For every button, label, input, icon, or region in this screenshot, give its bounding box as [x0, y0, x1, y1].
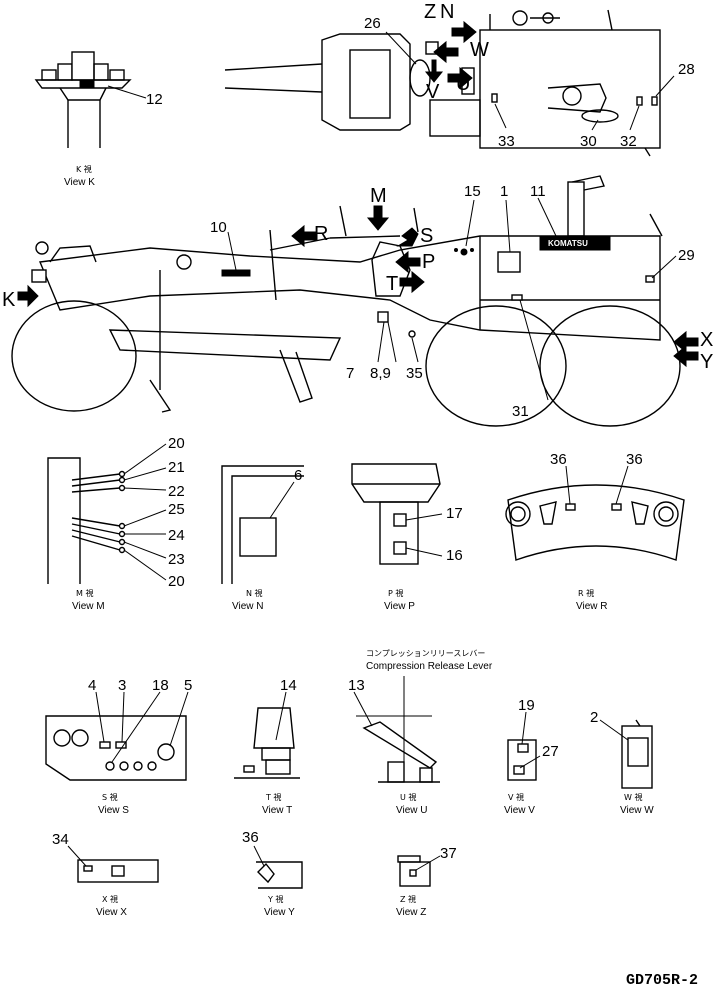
callout-35: 35: [406, 365, 423, 382]
callout-20-a: 20: [168, 435, 185, 452]
caption-jp-y: Y 視: [267, 895, 283, 904]
caption-jp-m: M 視: [76, 589, 93, 598]
callout-19: 19: [518, 697, 535, 714]
view-letter-p: P: [422, 251, 435, 273]
caption-view-r: View R: [576, 601, 608, 612]
callout-27: 27: [542, 743, 559, 760]
callout-5: 5: [184, 677, 192, 694]
view-letter-x: X: [700, 329, 713, 351]
view-y-drawing: [253, 845, 303, 889]
callout-29: 29: [678, 247, 695, 264]
caption-jp-r: R 視: [578, 589, 594, 598]
caption-jp-z: Z 視: [400, 895, 416, 904]
view-s-drawing: [45, 691, 189, 781]
caption-jp-k: K 視: [76, 165, 92, 174]
callout-37: 37: [440, 845, 457, 862]
caption-jp-x: X 視: [102, 895, 118, 904]
callout-17: 17: [446, 505, 463, 522]
view-u-drawing: [353, 676, 440, 783]
callout-4: 4: [88, 677, 96, 694]
compression-release-jp: コンプレッションリリースレバー: [366, 649, 485, 658]
view-letter-s: S: [420, 225, 433, 247]
callout-21: 21: [168, 459, 185, 476]
callout-33: 33: [498, 133, 515, 150]
callout-24: 24: [168, 527, 185, 544]
view-letter-r: R: [314, 223, 328, 245]
caption-view-s: View S: [98, 805, 129, 816]
callout-28: 28: [678, 61, 695, 78]
view-letter-t: T: [386, 273, 398, 295]
view-v-drawing: [507, 711, 541, 781]
caption-view-w: View W: [620, 805, 654, 816]
caption-view-n: View N: [232, 601, 264, 612]
view-r-drawing: [505, 465, 685, 561]
callout-34: 34: [52, 831, 69, 848]
callout-14: 14: [280, 677, 297, 694]
view-letter-w: W: [470, 39, 489, 61]
callout-18: 18: [152, 677, 169, 694]
caption-view-t: View T: [262, 805, 292, 816]
view-m-drawing: [47, 443, 167, 584]
callout-20-b: 20: [168, 573, 185, 590]
callout-25: 25: [168, 501, 185, 518]
callout-10: 10: [210, 219, 227, 236]
view-w-drawing: [599, 719, 653, 789]
view-letter-k: K: [2, 289, 16, 311]
view-z-drawing: [397, 855, 441, 887]
compression-release-en: Compression Release Lever: [366, 661, 493, 672]
caption-view-k: View K: [64, 177, 95, 188]
callout-36-b: 36: [626, 451, 643, 468]
caption-view-v: View V: [504, 805, 535, 816]
diagram-code: GD705R-2: [626, 972, 698, 987]
caption-jp-w: W 視: [624, 793, 642, 802]
view-letter-u: U: [456, 73, 470, 95]
caption-view-y: View Y: [264, 907, 295, 918]
callout-8-9: 8,9: [370, 365, 391, 382]
callout-15: 15: [464, 183, 481, 200]
view-t-drawing: [234, 691, 300, 779]
callout-1: 1: [500, 183, 508, 200]
callout-12: 12: [146, 91, 163, 108]
caption-jp-s: S 視: [102, 793, 118, 802]
callout-30: 30: [580, 133, 597, 150]
caption-jp-n: N 視: [246, 589, 263, 598]
caption-view-p: View P: [384, 601, 415, 612]
callout-22: 22: [168, 483, 185, 500]
callout-36-a: 36: [550, 451, 567, 468]
callout-31: 31: [512, 403, 529, 420]
caption-view-z: View Z: [396, 907, 426, 918]
callout-7: 7: [346, 365, 354, 382]
callout-6: 6: [294, 467, 302, 484]
caption-jp-v: V 視: [508, 793, 524, 802]
callout-13: 13: [348, 677, 365, 694]
callout-16: 16: [446, 547, 463, 564]
view-letter-z: Z: [424, 1, 436, 23]
caption-jp-t: T 視: [265, 793, 281, 802]
view-letter-n: N: [440, 1, 454, 23]
view-x-drawing: [67, 845, 159, 883]
callout-36-c: 36: [242, 829, 259, 846]
view-letter-m: M: [370, 185, 387, 207]
callout-11: 11: [530, 183, 546, 200]
top-view-drawing: [224, 9, 675, 157]
brand-plate-text: KOMATSU: [548, 239, 588, 248]
view-letter-v: V: [426, 81, 440, 103]
callout-2: 2: [590, 709, 598, 726]
callout-26: 26: [364, 15, 381, 32]
view-letter-y: Y: [700, 351, 713, 373]
view-n-drawing: [221, 465, 304, 584]
callout-3: 3: [118, 677, 126, 694]
caption-jp-p: P 視: [388, 589, 403, 598]
caption-view-x: View X: [96, 907, 127, 918]
view-p-drawing: [351, 463, 443, 565]
view-k-drawing: [34, 51, 147, 148]
callout-23: 23: [168, 551, 185, 568]
caption-view-u: View U: [396, 805, 428, 816]
caption-jp-u: U 視: [400, 793, 416, 802]
callout-32: 32: [620, 133, 637, 150]
caption-view-m: View M: [72, 601, 105, 612]
grader-side-view-drawing: KOMATSU: [11, 175, 699, 427]
